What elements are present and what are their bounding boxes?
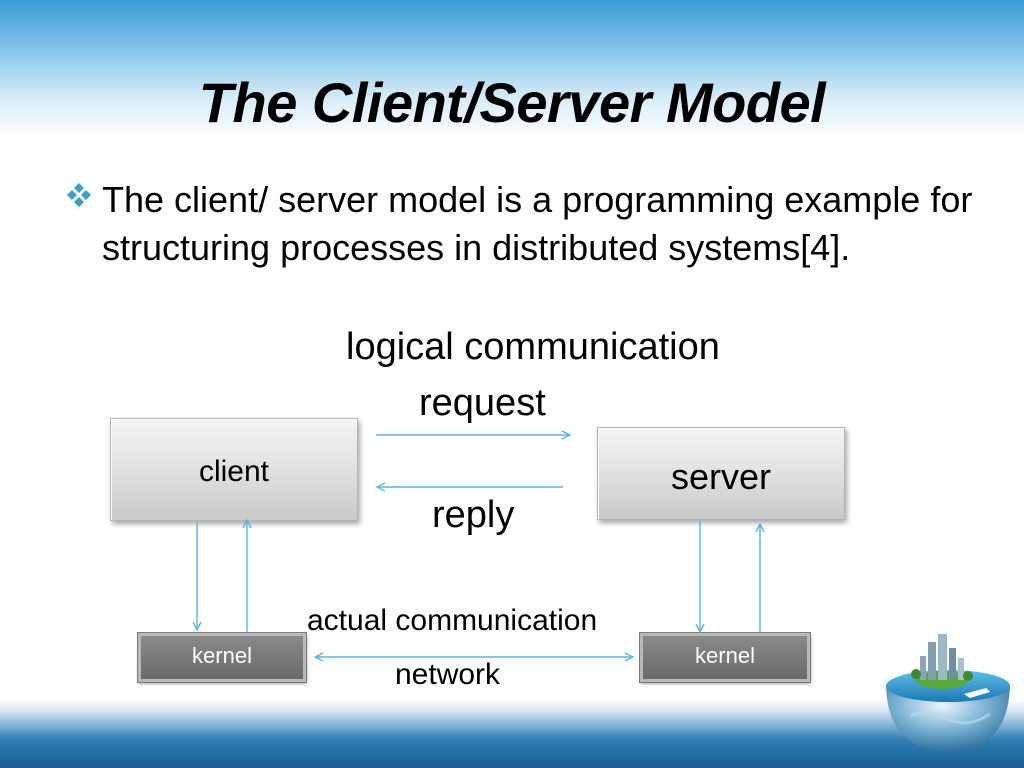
actual-communication-label: actual communication xyxy=(307,604,598,637)
slide-title: The Client/Server Model xyxy=(198,71,826,134)
kernel-right-box: kernel xyxy=(639,632,811,683)
client-box: client xyxy=(110,418,358,521)
kernel-left-box: kernel xyxy=(137,632,307,683)
bullet-text: The client/ server model is a programmin… xyxy=(102,179,973,268)
logical-communication-label: logical communication xyxy=(346,326,720,368)
globe-city-icon xyxy=(886,634,1010,752)
server-box: server xyxy=(597,427,845,520)
reply-label: reply xyxy=(432,494,515,536)
network-label: network xyxy=(395,658,501,691)
bullet-point: The client/ server model is a programmin… xyxy=(64,176,1004,272)
diamond-bullet-icon xyxy=(67,183,91,207)
request-label: request xyxy=(419,382,546,424)
